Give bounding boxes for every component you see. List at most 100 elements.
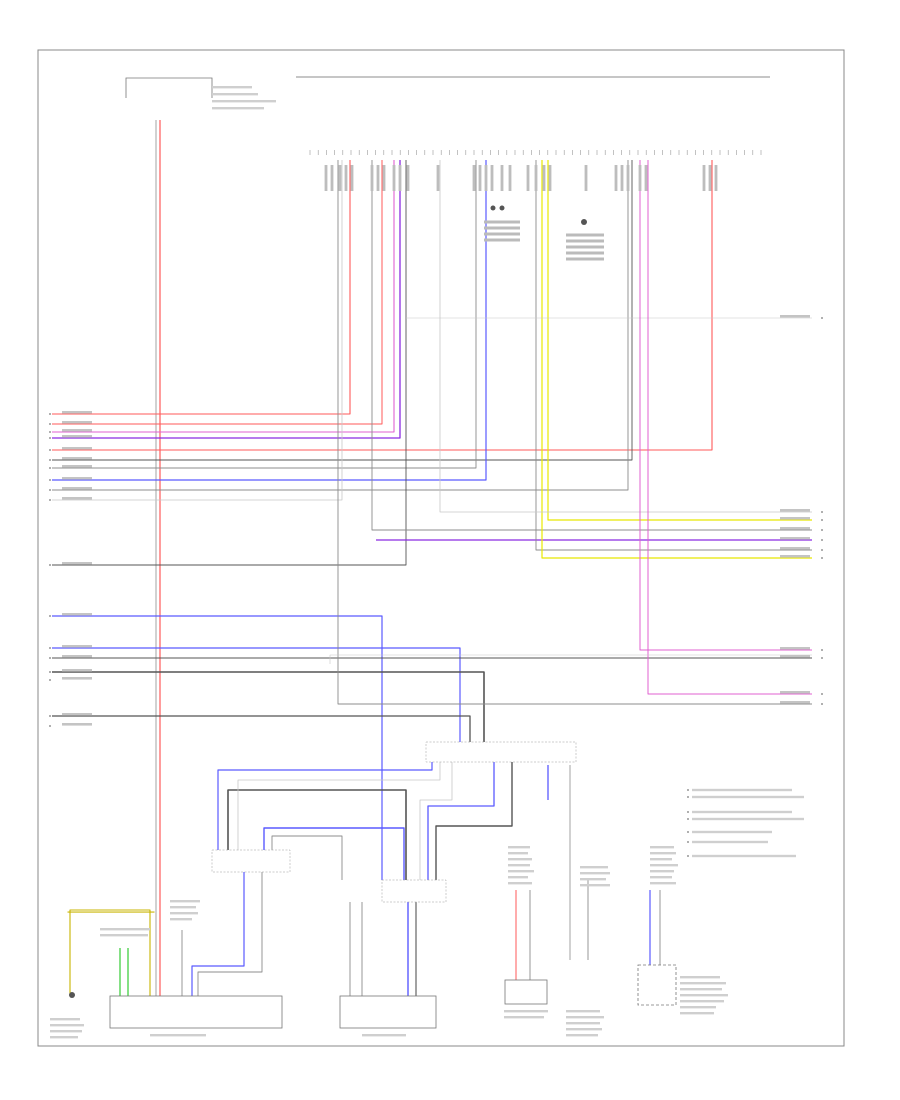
pin-label-stub xyxy=(584,165,588,191)
row-label-stub xyxy=(780,527,810,530)
pin-label-stub xyxy=(330,165,334,191)
legend-marker xyxy=(687,789,689,791)
connector-lower-center xyxy=(381,879,447,903)
pin-label-stub xyxy=(406,165,410,191)
row-marker xyxy=(49,459,51,461)
fine-print-group xyxy=(50,86,728,1039)
row-label-stub xyxy=(62,421,92,424)
row-label-stub xyxy=(780,547,810,550)
wire-red xyxy=(52,160,351,415)
sensor-b-caption xyxy=(680,1012,714,1015)
row-marker xyxy=(821,529,823,531)
legend-marker xyxy=(687,831,689,833)
sensor-note xyxy=(508,876,528,879)
wire-blue xyxy=(52,615,383,880)
ground-left-caption xyxy=(50,1024,84,1027)
sensor-a-caption xyxy=(504,1016,544,1019)
sensor-note xyxy=(580,872,610,875)
sensor-note xyxy=(508,882,532,885)
row-label-stub xyxy=(62,465,92,468)
wire-blue xyxy=(427,745,495,880)
legend-marker xyxy=(687,811,689,813)
legend-item xyxy=(692,795,804,799)
row-label-stub xyxy=(62,411,92,414)
row-marker xyxy=(821,557,823,559)
wire-gray xyxy=(337,160,812,705)
row-label-stub xyxy=(62,613,92,616)
row-marker xyxy=(49,679,51,681)
row-label-stub xyxy=(780,517,810,520)
pin-label-stub xyxy=(626,165,630,191)
pin-label-stub xyxy=(490,165,494,191)
wire-lightgray xyxy=(237,745,441,850)
row-label-stub xyxy=(780,555,810,558)
pin-label-stub xyxy=(478,165,482,191)
row-marker xyxy=(49,489,51,491)
sensor-note xyxy=(508,858,532,861)
row-marker xyxy=(49,431,51,433)
wire-blue xyxy=(52,160,487,481)
row-marker xyxy=(49,499,51,501)
pin-label-stub xyxy=(534,165,538,191)
top-connector-note xyxy=(212,93,258,96)
ground-callout-upper xyxy=(566,233,604,261)
pin-label-stub xyxy=(620,165,624,191)
row-label-stub xyxy=(62,447,92,450)
pin-label-stub xyxy=(542,165,546,191)
ground-center-caption xyxy=(566,1016,604,1019)
wire-gray xyxy=(271,835,343,880)
pin-label-stub xyxy=(708,165,712,191)
row-label-stub xyxy=(62,457,92,460)
ground-left-caption xyxy=(50,1036,78,1039)
pin-label-stub xyxy=(526,165,530,191)
connector-lower-left xyxy=(211,849,291,873)
row-label-stub xyxy=(62,669,92,672)
wire-red xyxy=(52,160,383,425)
row-marker xyxy=(49,437,51,439)
wire-gray xyxy=(52,160,477,469)
wire-black xyxy=(52,715,471,745)
switch-note xyxy=(170,906,196,909)
row-label-stub xyxy=(780,537,810,540)
switch-note xyxy=(100,928,150,931)
sensor-a-caption xyxy=(504,1010,548,1013)
row-marker xyxy=(49,564,51,566)
row-label-stub xyxy=(780,509,810,512)
row-label-stub xyxy=(62,562,92,565)
sensor-b-caption xyxy=(680,988,722,991)
wire-blue xyxy=(217,745,433,850)
top-connector-note xyxy=(212,107,264,110)
row-label-stub xyxy=(62,435,92,438)
wire-gray xyxy=(535,160,812,551)
left-label-group xyxy=(49,411,92,727)
ground-point-lower-left xyxy=(69,992,75,998)
ground-center-caption xyxy=(566,1022,600,1025)
wire-lightgray xyxy=(52,160,343,501)
row-label-stub xyxy=(62,655,92,658)
module-caption xyxy=(362,1034,406,1037)
row-marker xyxy=(821,511,823,513)
pin-label-stub xyxy=(702,165,706,191)
legend-item xyxy=(692,817,804,821)
top-connector-note xyxy=(212,86,252,89)
sensor-note xyxy=(650,864,678,867)
sensor-note xyxy=(650,870,674,873)
pin-label-stub xyxy=(548,165,552,191)
ground-left-caption xyxy=(50,1018,80,1021)
legend-marker xyxy=(687,796,689,798)
switch-note xyxy=(100,934,148,937)
row-marker xyxy=(49,423,51,425)
sensor-b-caption xyxy=(680,1006,716,1009)
row-marker xyxy=(49,467,51,469)
wire-magenta xyxy=(647,160,812,695)
pin-label-stub xyxy=(398,165,402,191)
sensor-note xyxy=(650,876,672,879)
right-label-group xyxy=(780,315,823,705)
wire-black xyxy=(52,160,407,566)
row-marker xyxy=(49,725,51,727)
row-label-stub xyxy=(780,691,810,694)
wire-yellow xyxy=(547,160,812,521)
pin-label-stub xyxy=(324,165,328,191)
row-marker xyxy=(821,703,823,705)
